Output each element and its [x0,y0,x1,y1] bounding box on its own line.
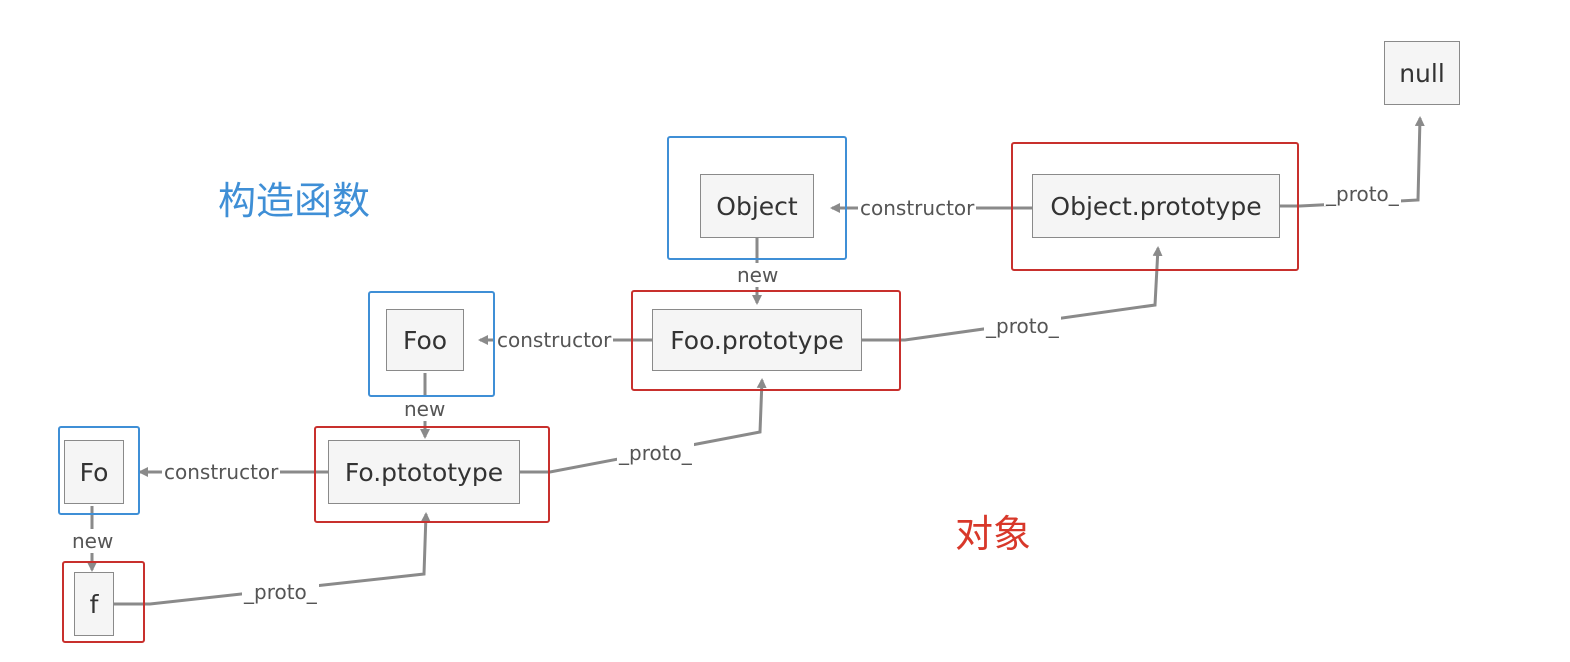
node-object: Object [700,174,814,238]
label-new-fo: new [70,529,116,553]
fo-prototype-frame [314,426,550,523]
node-object-prototype: Object.prototype [1032,174,1280,238]
foo-constructor-frame [368,291,495,397]
node-fo-prototype: Fo.ptototype [328,440,520,504]
node-null: null [1384,41,1460,105]
label-new-object: new [735,263,781,287]
constructors-caption: 构造函数 [218,179,371,223]
node-foo: Foo [386,309,464,371]
object-constructor-frame [667,136,847,260]
label-constructor-fo: constructor [162,460,281,484]
fo-constructor-frame [58,426,140,515]
label-proto-foo-prototype: _proto_ [984,314,1061,338]
label-proto-fo-prototype: _proto_ [617,441,694,465]
label-constructor-foo: constructor [495,328,614,352]
label-proto-object-prototype: _proto_ [1324,182,1401,206]
node-foo-prototype: Foo.prototype [652,309,862,371]
foo-prototype-frame [631,290,901,391]
f-instance-frame [62,561,145,643]
objects-caption: 对象 [955,512,1032,556]
node-fo: Fo [64,440,124,504]
label-constructor-object: constructor [858,196,977,220]
label-proto-f: _proto_ [242,580,319,604]
node-f: f [74,572,114,636]
object-prototype-frame [1011,142,1299,271]
label-new-foo: new [402,397,448,421]
